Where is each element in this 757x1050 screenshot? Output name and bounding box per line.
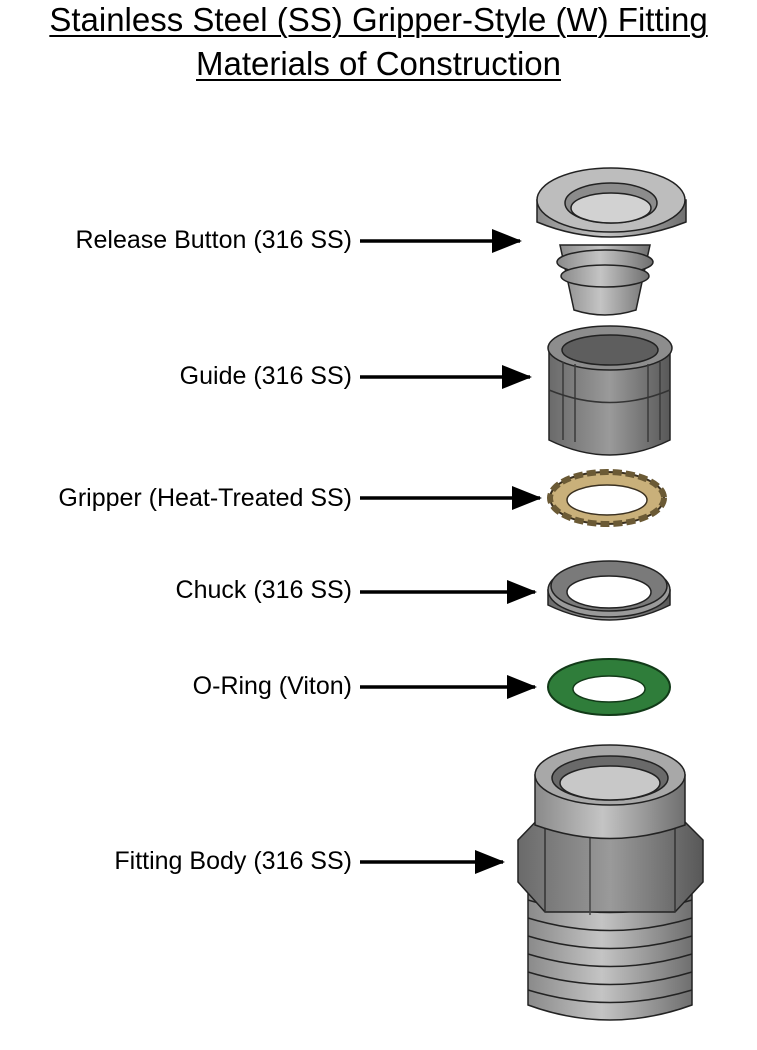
label-fitting-body: Fitting Body (316 SS) — [114, 847, 352, 875]
label-o-ring: O-Ring (Viton) — [192, 672, 352, 700]
arrow-gripper — [360, 486, 542, 510]
arrow-chuck — [360, 580, 537, 604]
label-release-button: Release Button (316 SS) — [75, 226, 352, 254]
arrow-guide — [360, 365, 532, 389]
arrow-release-button — [360, 229, 522, 253]
release-button-part — [536, 167, 687, 316]
fitting-body-part — [517, 744, 704, 1021]
label-chuck: Chuck (316 SS) — [175, 576, 352, 604]
arrow-fitting-body — [360, 850, 505, 874]
label-guide: Guide (316 SS) — [179, 362, 352, 390]
guide-part — [547, 325, 673, 456]
diagram-title: Stainless Steel (SS) Gripper-Style (W) F… — [49, 1, 708, 38]
gripper-part — [547, 469, 667, 527]
chuck-part — [547, 560, 671, 621]
diagram-subtitle: Materials of Construction — [196, 45, 561, 82]
o-ring-part — [547, 658, 671, 716]
label-gripper: Gripper (Heat-Treated SS) — [58, 484, 352, 512]
arrow-o-ring — [360, 675, 537, 699]
